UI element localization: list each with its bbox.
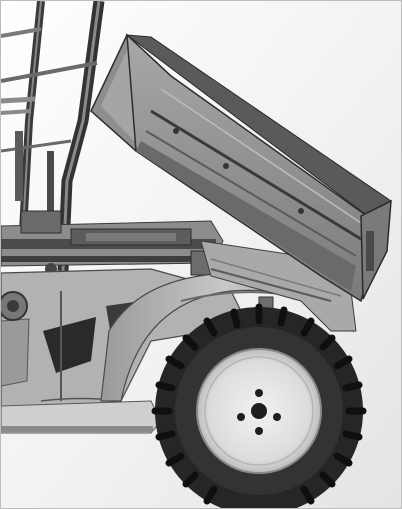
chassis — [1, 210, 224, 276]
floor-board — [1, 400, 162, 434]
rear-tire — [151, 303, 367, 508]
bed-lift-frame — [200, 240, 357, 332]
cargo-bed — [90, 33, 392, 303]
